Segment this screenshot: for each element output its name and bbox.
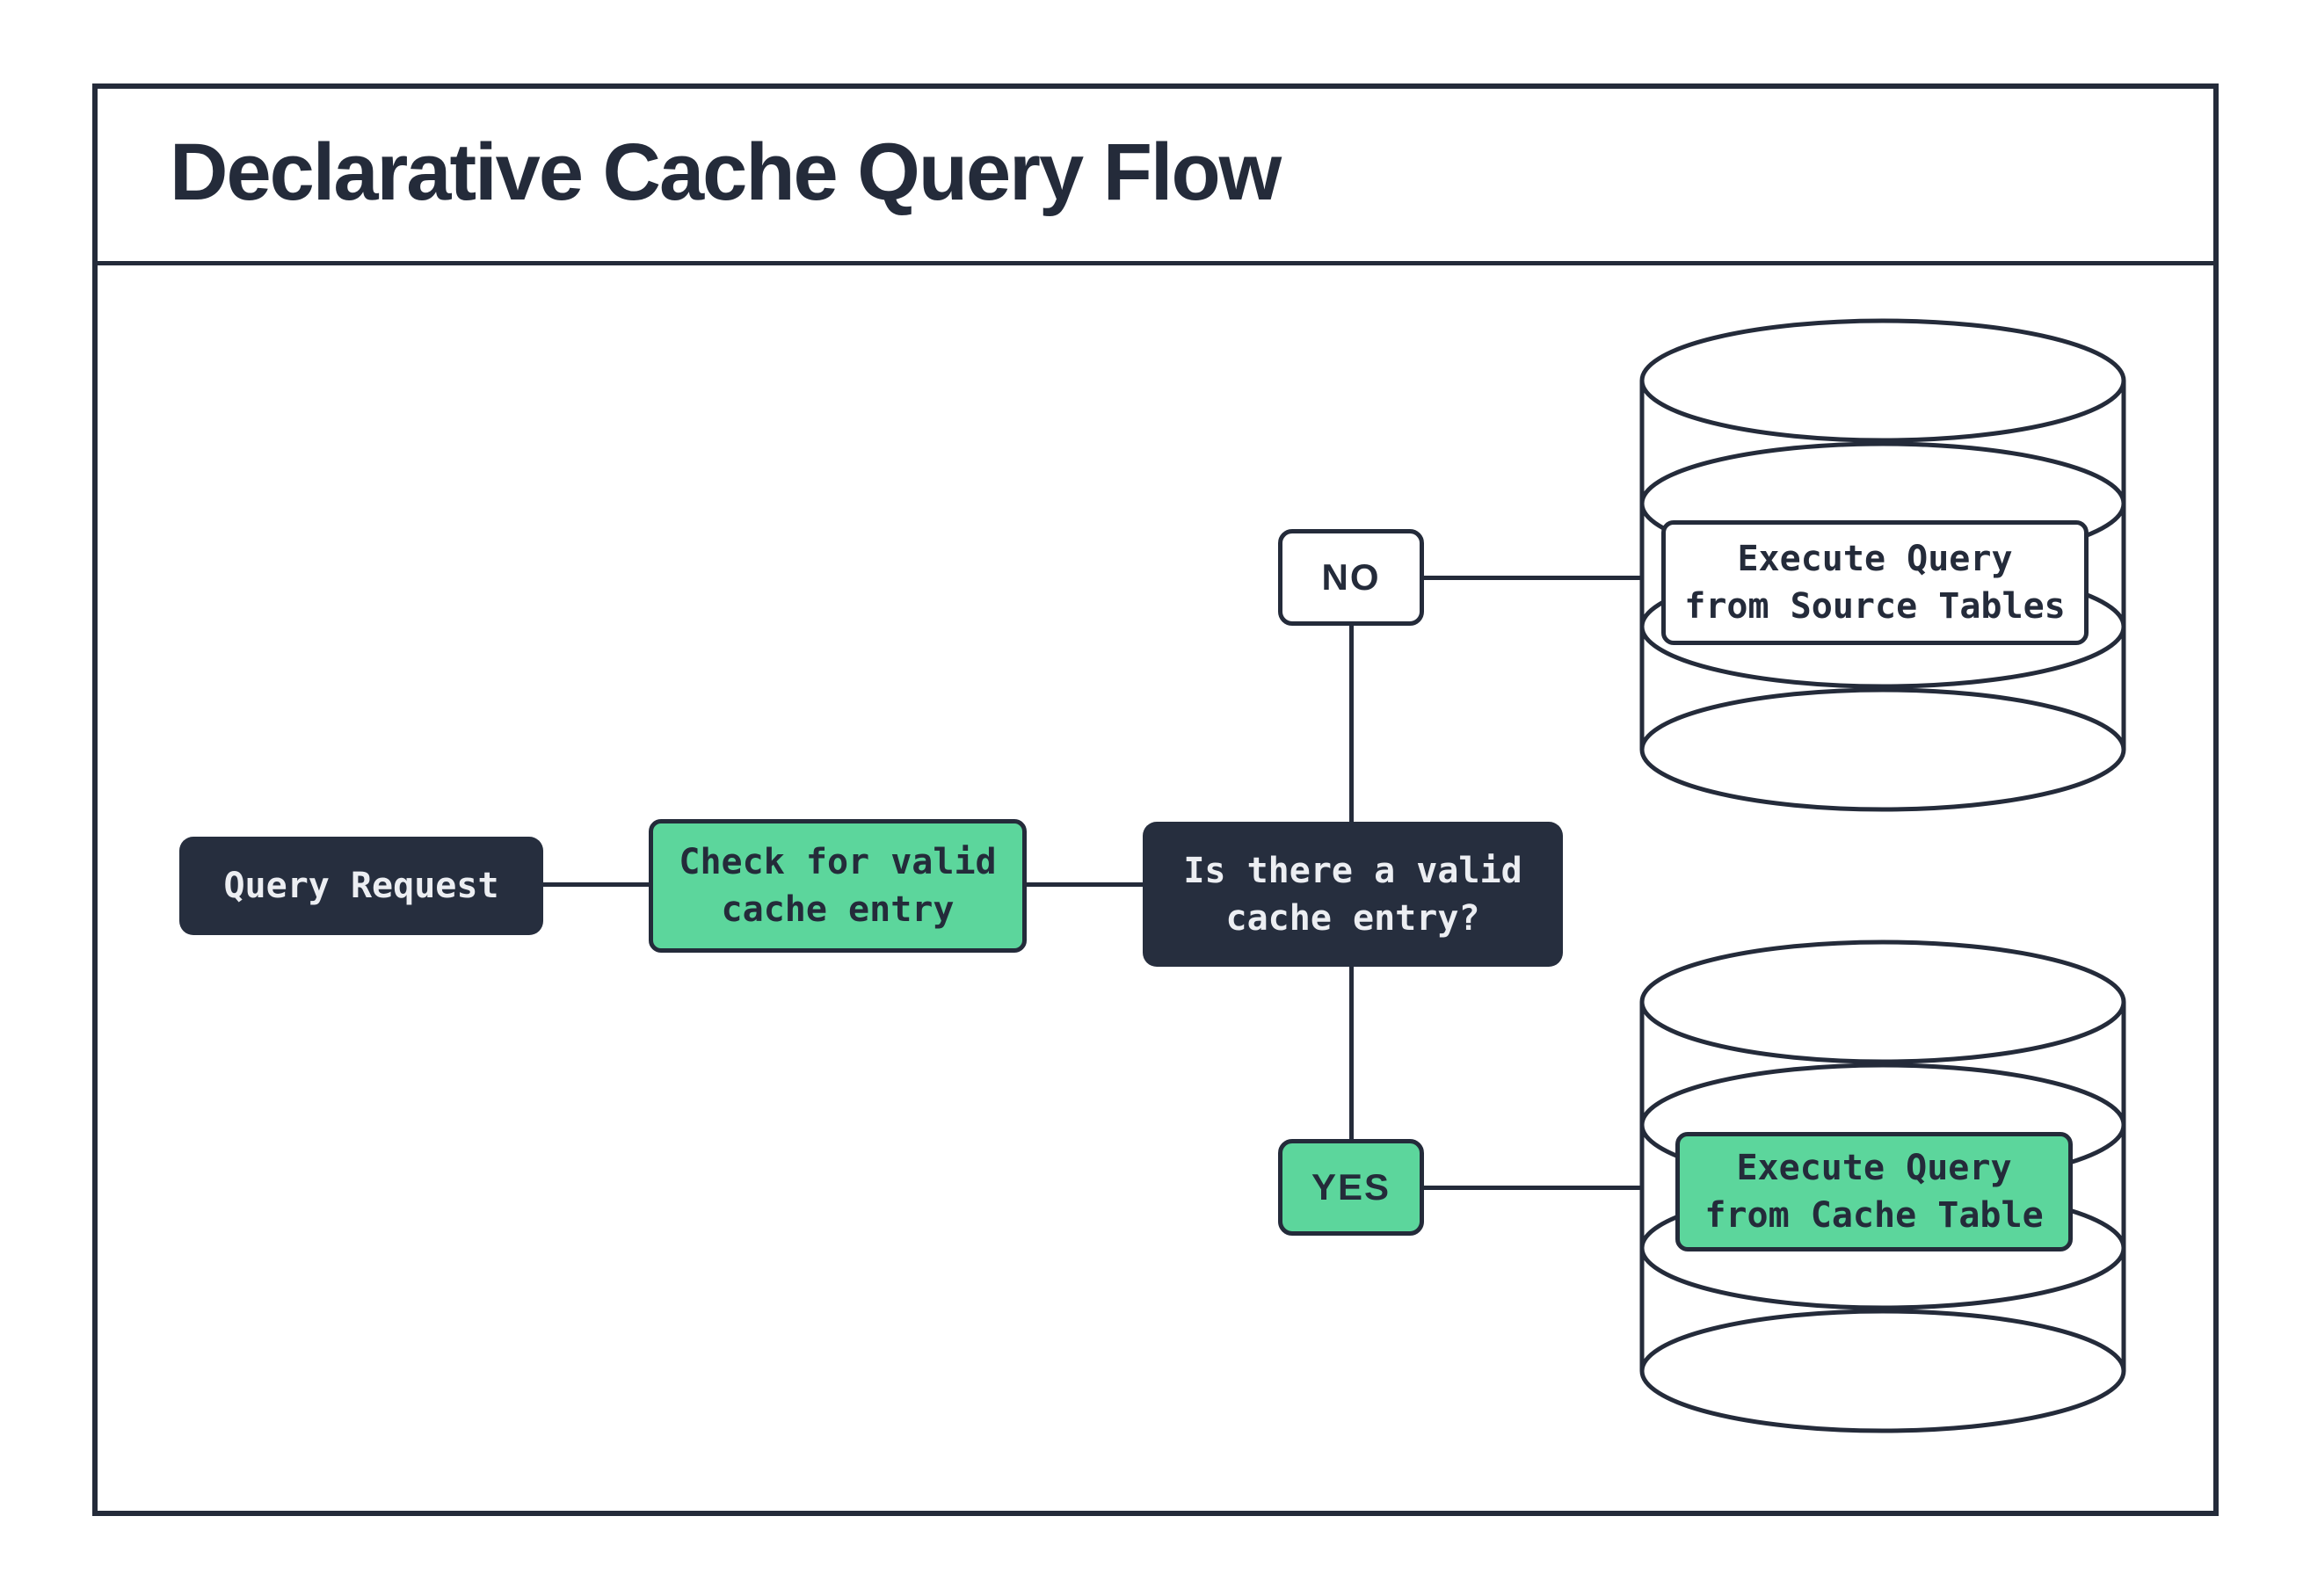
node-query-request: Query Request xyxy=(179,837,543,935)
node-execute-cache-line1: Execute Query xyxy=(1736,1148,2012,1188)
connector-decision-to-yes xyxy=(1349,965,1354,1141)
node-execute-source-line2: from Source Tables xyxy=(1684,586,2066,627)
node-execute-query-source: Execute Query from Source Tables xyxy=(1661,520,2089,645)
node-branch-no: NO xyxy=(1278,529,1424,626)
diagram-title: Declarative Cache Query Flow xyxy=(170,127,1282,217)
node-decision-valid-cache: Is there a valid cache entry? xyxy=(1143,822,1563,967)
node-execute-source-line1: Execute Query xyxy=(1737,539,2013,579)
connector-check-to-decision xyxy=(1027,882,1146,887)
node-query-request-label: Query Request xyxy=(223,866,499,906)
diagram-header: Declarative Cache Query Flow xyxy=(92,83,2219,265)
node-check-cache-line1: Check for valid xyxy=(679,842,997,882)
connector-decision-to-no xyxy=(1349,624,1354,824)
node-branch-yes-label: YES xyxy=(1311,1166,1391,1208)
node-execute-query-cache: Execute Query from Cache Table xyxy=(1675,1132,2073,1251)
node-check-cache: Check for valid cache entry xyxy=(649,819,1027,953)
connector-no-to-source-db xyxy=(1422,576,1642,580)
node-branch-no-label: NO xyxy=(1321,556,1381,598)
connector-query-to-check xyxy=(543,882,652,887)
connector-yes-to-cache-db xyxy=(1422,1186,1642,1190)
node-execute-cache-line2: from Cache Table xyxy=(1704,1195,2044,1236)
node-decision-line2: cache entry? xyxy=(1225,897,1480,939)
node-branch-yes: YES xyxy=(1278,1139,1424,1236)
node-check-cache-line2: cache entry xyxy=(721,889,955,930)
node-decision-line1: Is there a valid xyxy=(1183,850,1522,891)
